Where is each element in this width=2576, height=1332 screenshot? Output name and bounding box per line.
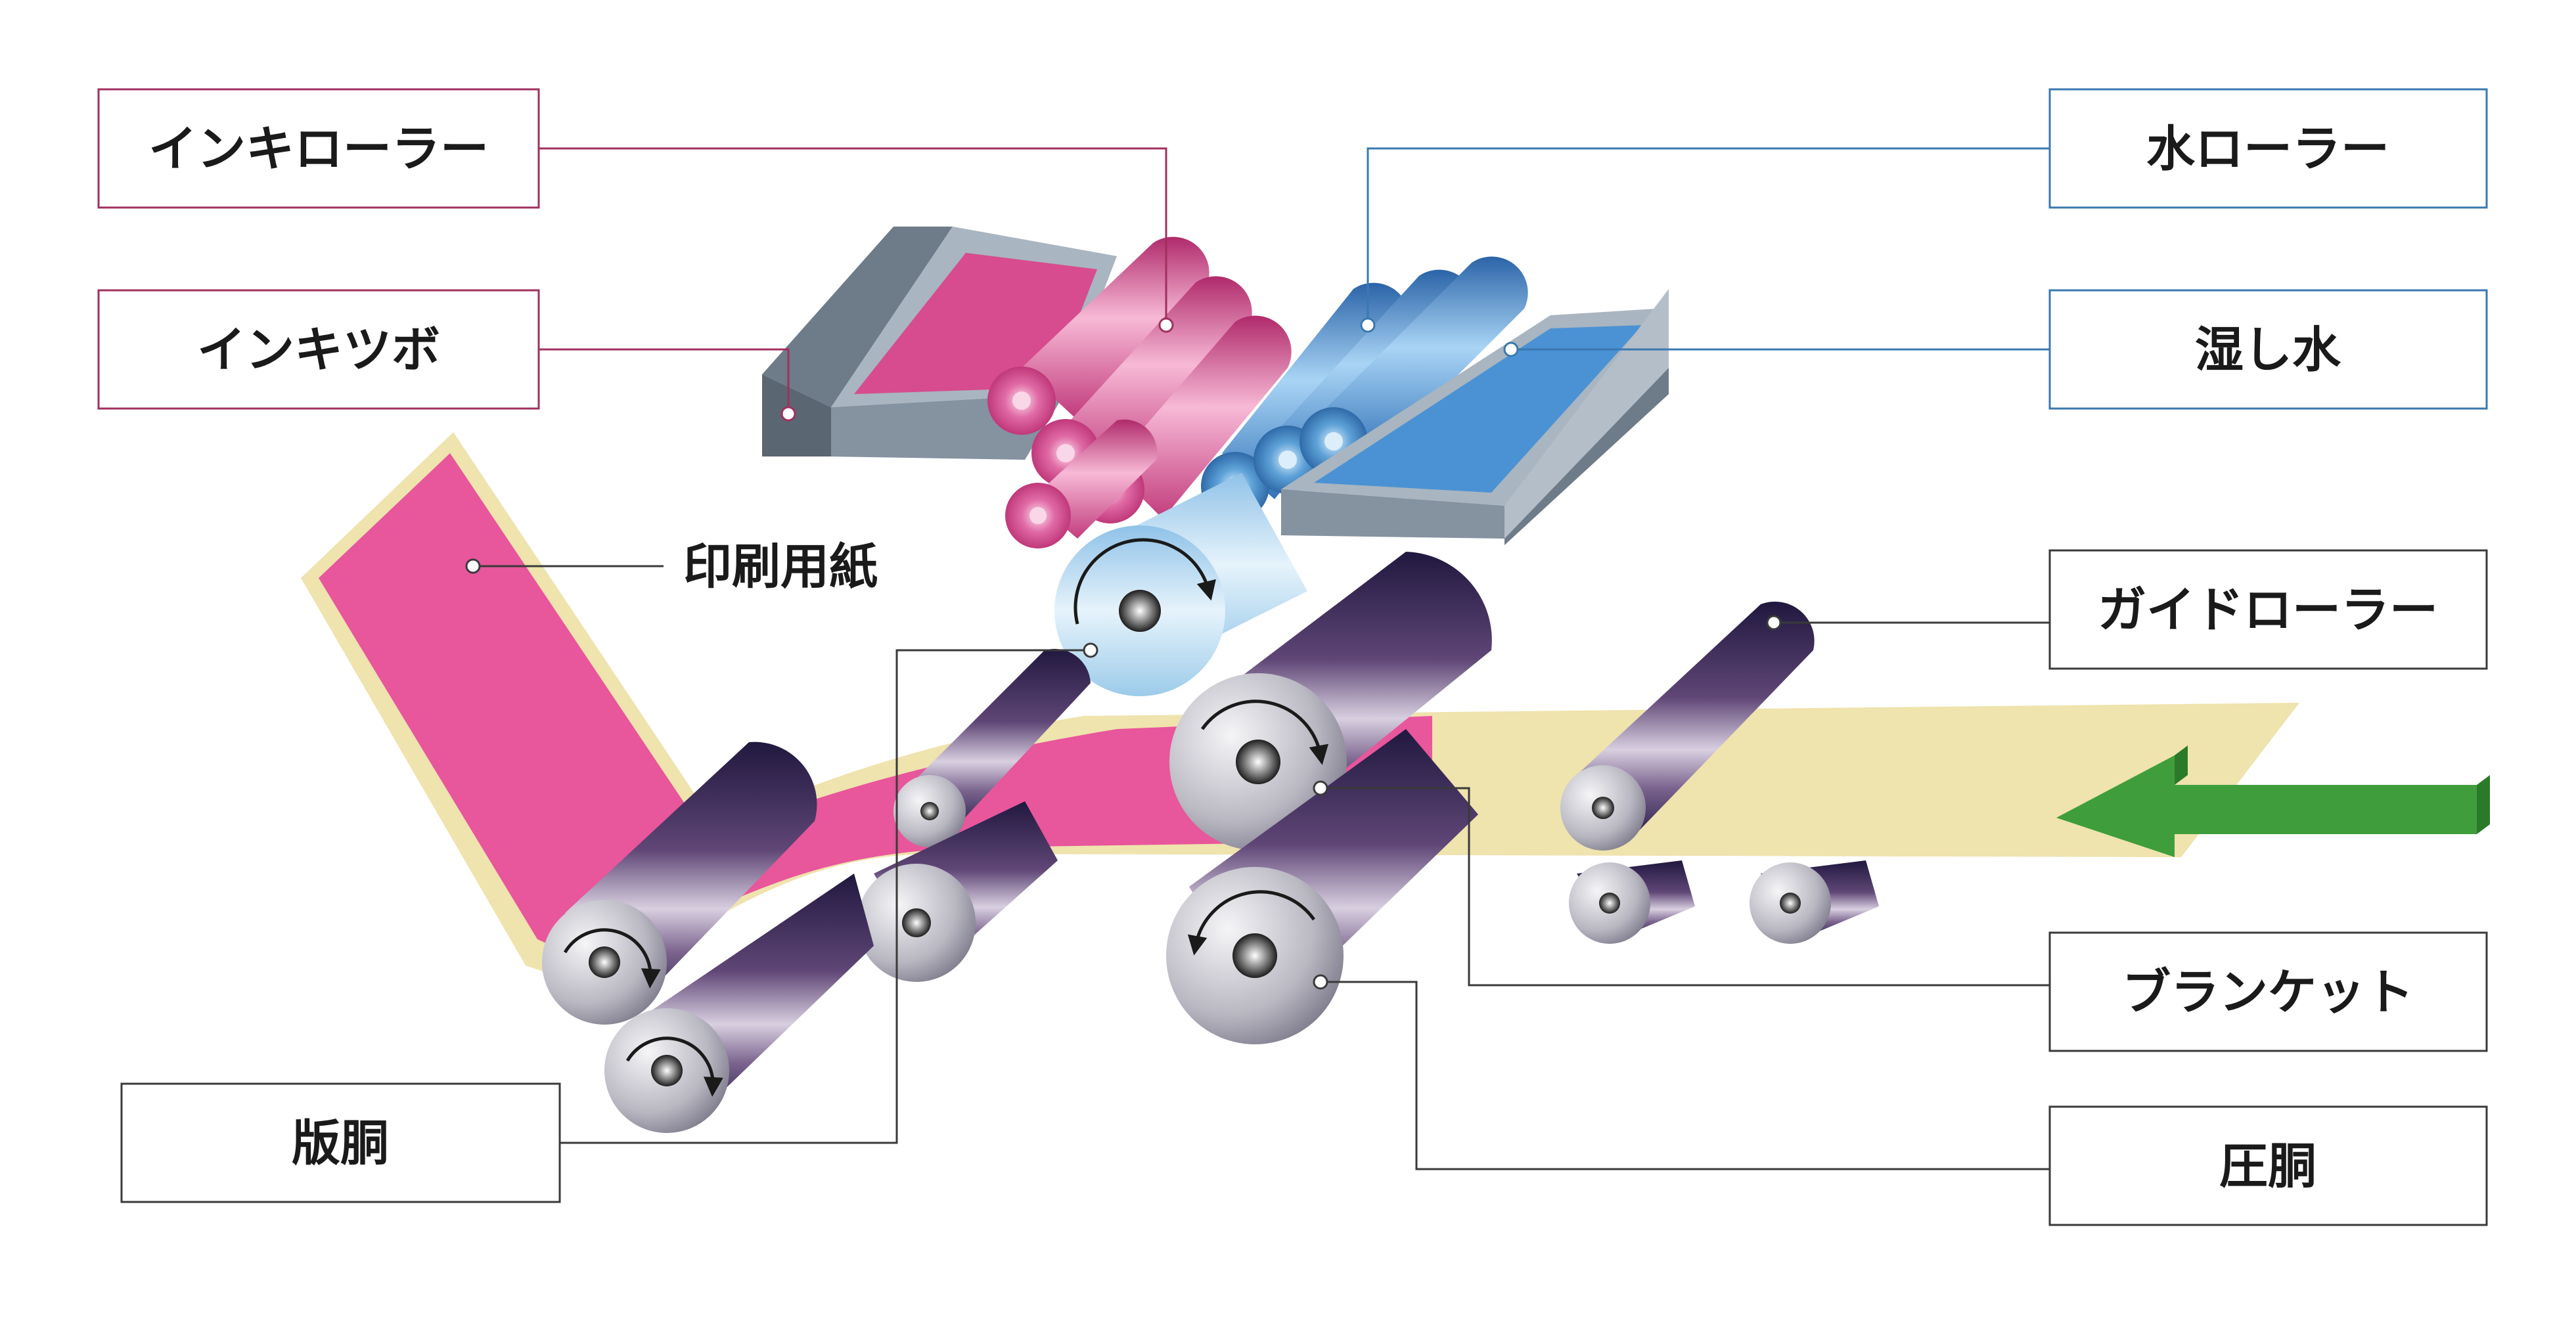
guide-roller-lower-left — [1569, 860, 1695, 944]
label-paper-text: 印刷用紙 — [683, 539, 878, 595]
leader-ink-fountain — [539, 348, 790, 414]
transfer-roller-upper — [893, 648, 1091, 847]
leader-plate-cylinder — [560, 649, 1091, 1144]
label-water-roller-text: 水ローラー — [2146, 121, 2389, 177]
label-ink-fountain-text: インキツボ — [197, 322, 440, 378]
leader-ink-roller — [539, 147, 1167, 325]
guide-roller-lower-right — [1750, 860, 1879, 944]
label-blanket: ブランケット — [2048, 931, 2488, 1052]
label-ink-fountain: インキツボ — [97, 289, 540, 410]
label-guide-roller: ガイドローラー — [2048, 549, 2488, 670]
label-ink-roller: インキローラー — [97, 88, 540, 209]
leader-lines — [473, 147, 2050, 1170]
arrow-left-icon — [2056, 745, 2490, 857]
paper-roller-left-upper — [542, 742, 817, 1025]
label-plate-cylinder-text: 版胴 — [292, 1115, 389, 1172]
label-dampening-water-text: 湿し水 — [2195, 322, 2341, 378]
leader-water-roller — [1367, 147, 2050, 325]
leader-dots — [465, 317, 1782, 990]
label-blanket-text: ブランケット — [2122, 964, 2414, 1021]
ink-rollers — [987, 236, 1292, 548]
transfer-roller-lower — [857, 801, 1058, 982]
label-impression-cylinder-text: 圧胴 — [2219, 1138, 2316, 1195]
label-ink-roller-text: インキローラー — [148, 121, 489, 177]
impression-cylinder — [1166, 729, 1478, 1044]
label-dampening-water: 湿し水 — [2048, 289, 2488, 410]
leader-impression — [1321, 981, 2050, 1170]
ink-roller — [987, 236, 1209, 435]
label-impression-cylinder: 圧胴 — [2048, 1105, 2488, 1226]
ink-roller — [1005, 419, 1158, 548]
label-water-roller: 水ローラー — [2048, 88, 2488, 209]
label-plate-cylinder: 版胴 — [120, 1082, 561, 1203]
paper-roller-left-lower — [604, 874, 874, 1133]
guide-roller-upper — [1560, 601, 1815, 851]
ink-roller — [1031, 276, 1252, 487]
dampening-water-tray — [1281, 289, 1669, 545]
leader-blanket — [1321, 787, 2050, 987]
label-guide-roller-text: ガイドローラー — [2098, 582, 2438, 638]
